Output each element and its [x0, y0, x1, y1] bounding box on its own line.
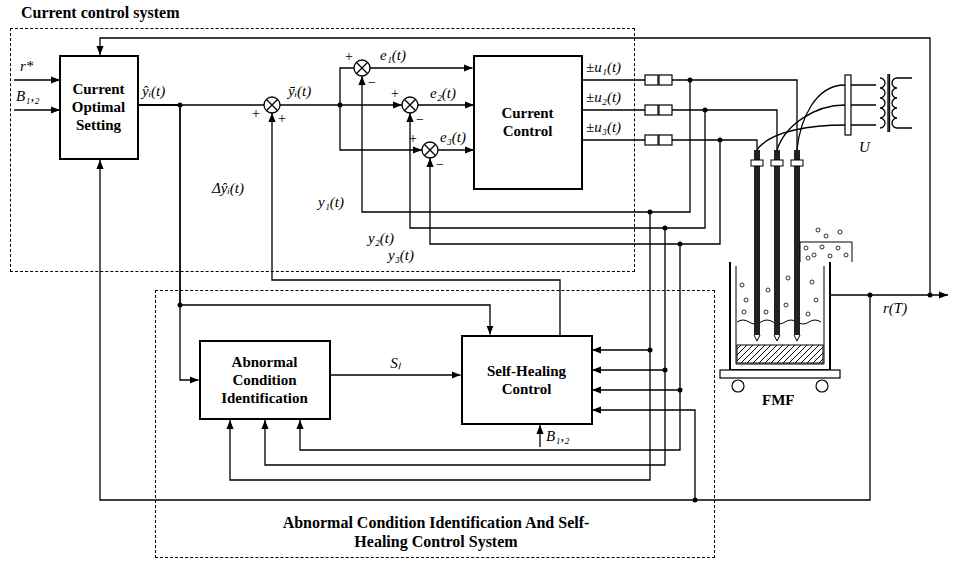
sign-label: + — [391, 86, 399, 102]
signal-label: y₃(t) — [388, 247, 414, 263]
signal-wire — [438, 149, 474, 150]
process-box: Current Optimal Setting — [59, 55, 139, 160]
feedback-wire — [592, 349, 650, 350]
signal-wire — [340, 104, 402, 105]
box-label: Current Optimal Setting — [65, 80, 133, 134]
box-label: Abnormal Condition Identification — [205, 353, 325, 407]
sign-label: − — [436, 157, 444, 173]
signal-connector — [139, 105, 199, 380]
signal-label: e₂(t) — [430, 85, 456, 101]
signal-label: Sₗ — [388, 355, 403, 371]
power-cable — [851, 85, 876, 125]
region-title: Current control system — [21, 3, 180, 23]
feedback-wire — [592, 410, 695, 500]
furnace-label: FMF — [762, 392, 794, 408]
signal-label: ±u₁(t) — [586, 59, 621, 75]
signal-label: ±u₂(t) — [586, 89, 621, 105]
sign-label: + — [409, 131, 417, 147]
signal-connector — [139, 105, 491, 335]
signal-label: e₃(t) — [440, 129, 466, 145]
signal-label: y₂(t) — [368, 230, 394, 246]
input-wire — [539, 425, 540, 447]
transformer-coil — [892, 78, 897, 128]
output-wire — [582, 110, 777, 150]
busbar — [845, 75, 851, 135]
signal-label: e₁(t) — [380, 47, 406, 63]
sign-label: + — [345, 49, 353, 65]
signal-connector — [139, 68, 473, 105]
signal-label: r* — [20, 58, 33, 74]
feedback-wire — [592, 369, 665, 370]
process-box: Self-Healing Control — [461, 335, 593, 425]
signal-label: ȳᵢ(t) — [288, 83, 311, 99]
feedback-wire — [592, 389, 680, 390]
power-cable — [757, 125, 845, 150]
summing-junction — [264, 60, 438, 158]
signal-label: ±u₃(t) — [586, 119, 621, 135]
sign-label: + — [278, 111, 286, 127]
voltage-label: U — [859, 139, 870, 155]
region-title: Abnormal Condition Identification And Se… — [271, 513, 601, 551]
output-wire — [582, 80, 797, 150]
process-box: Current Control — [473, 55, 583, 190]
dashed-region: Current control systemCurrent Optimal Se… — [10, 28, 635, 272]
box-label: Current Control — [479, 104, 577, 140]
actuator-symbol — [645, 75, 672, 145]
signal-label: B₁,₂ — [546, 428, 569, 444]
box-label: Self-Healing Control — [467, 362, 587, 398]
sign-label: + — [252, 106, 260, 122]
feedback-wire — [100, 38, 930, 295]
transformer-lead — [897, 78, 912, 128]
signal-label: y₁(t) — [318, 194, 344, 210]
feedback-wire — [300, 244, 680, 450]
signal-label: ŷᵢ(t) — [142, 83, 165, 99]
process-box: Abnormal Condition Identification — [199, 340, 331, 420]
dashed-region: Abnormal Condition Identification And Se… — [155, 290, 715, 558]
input-wire — [14, 79, 60, 80]
sign-label: − — [416, 112, 424, 128]
signal-label: Δŷᵢ(t) — [212, 180, 244, 196]
signal-label: B₁,₂ — [16, 88, 39, 104]
sign-label: − — [368, 75, 376, 91]
signal-wire — [418, 104, 474, 105]
signal-connector — [331, 374, 461, 375]
input-wire — [14, 109, 60, 110]
signal-label: r(T) — [883, 300, 907, 316]
transformer-core — [888, 74, 890, 132]
transformer-coil — [880, 78, 885, 128]
furnace-illustration — [720, 150, 852, 392]
